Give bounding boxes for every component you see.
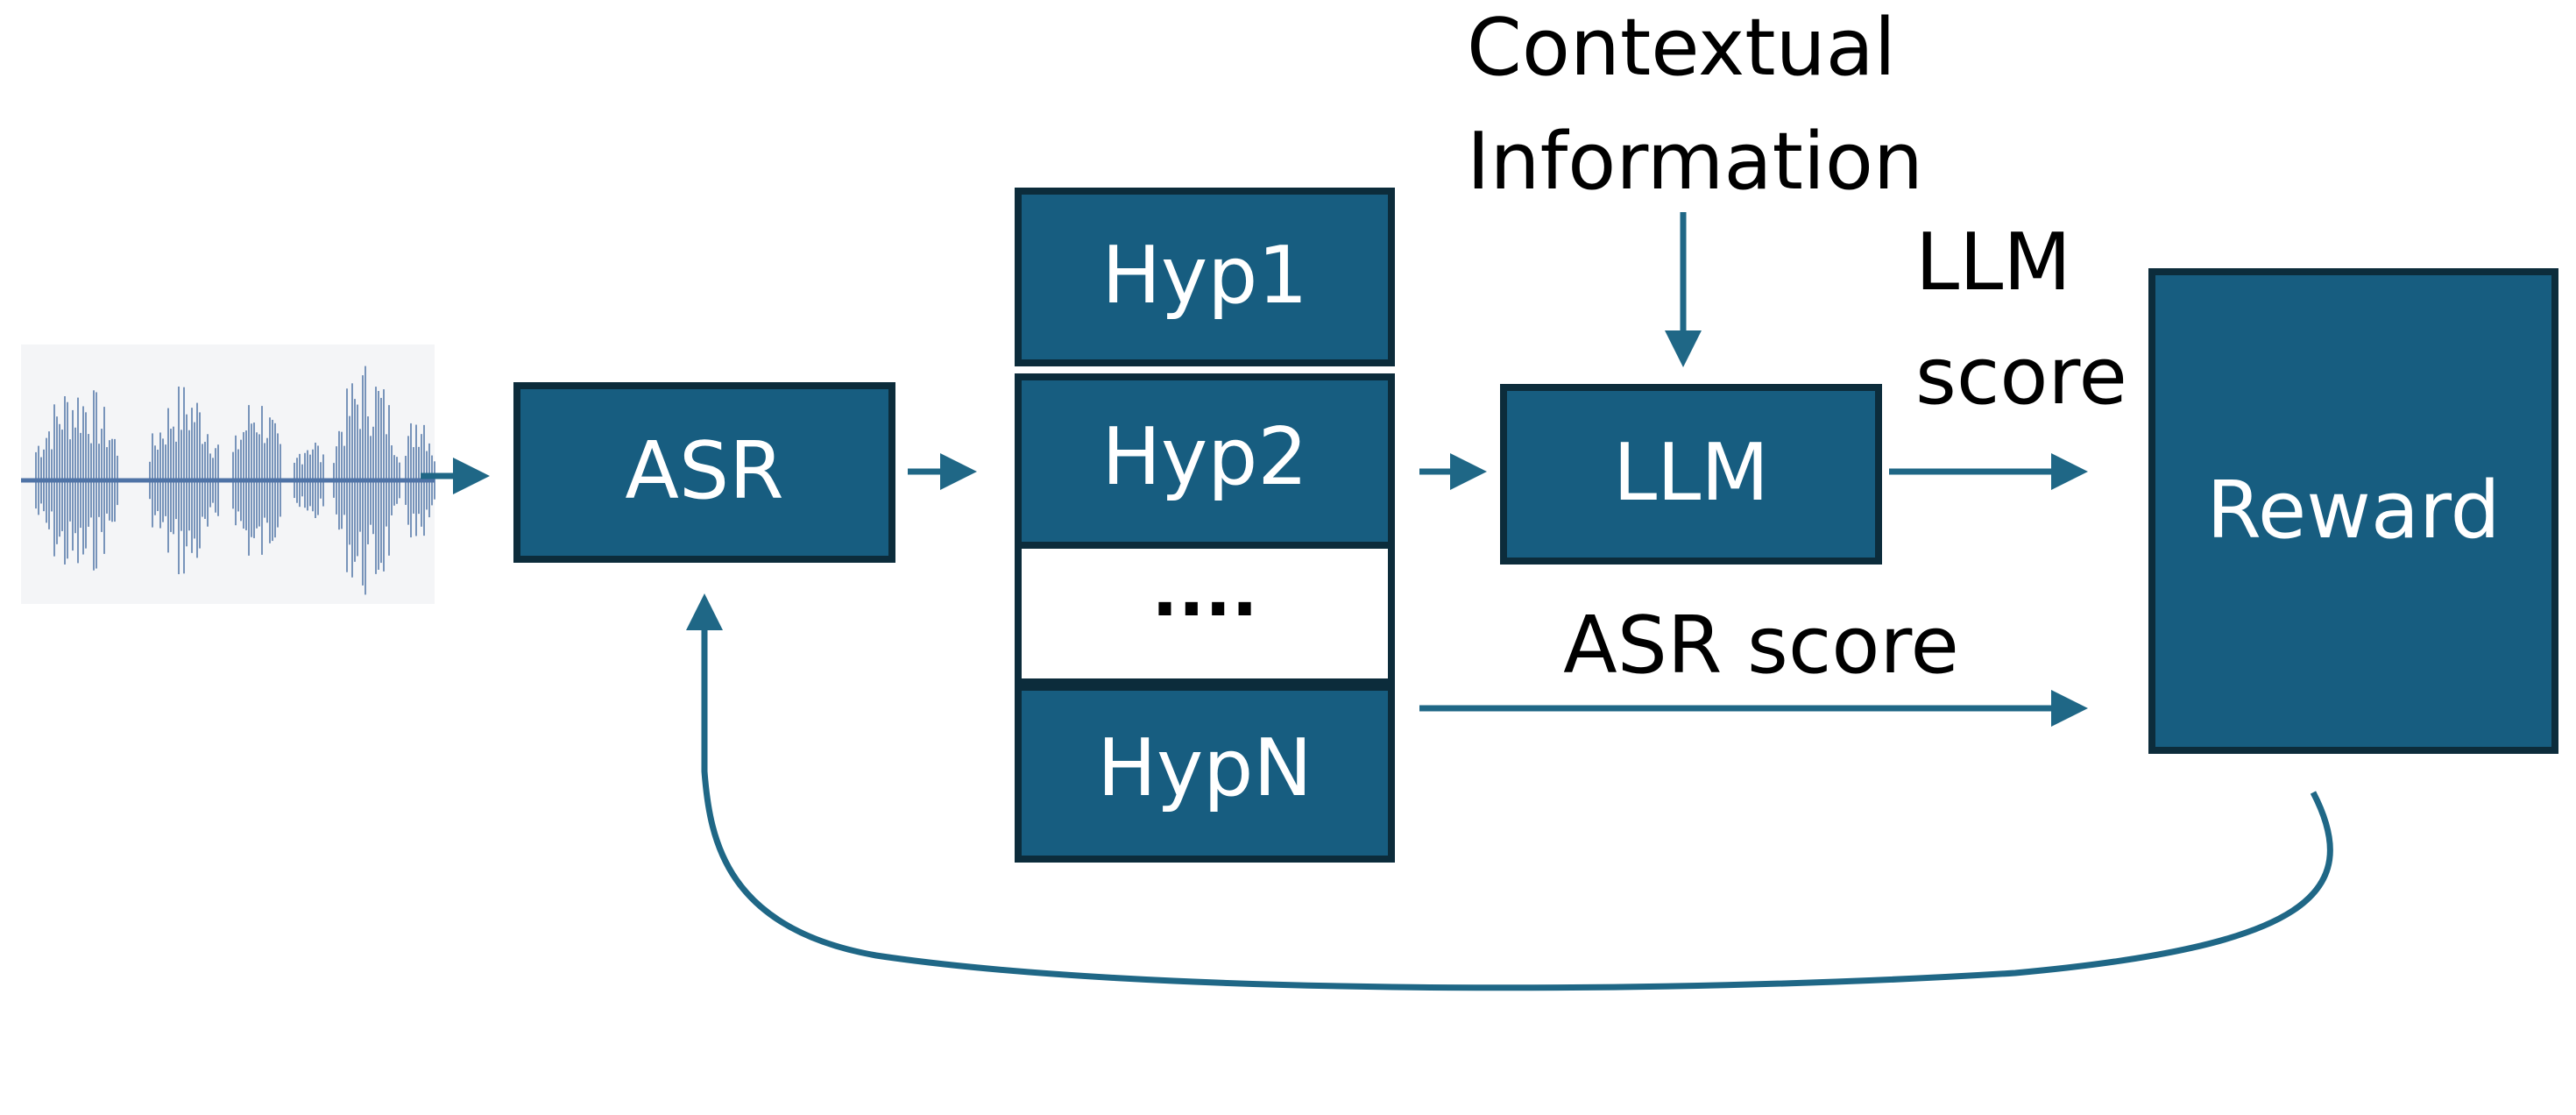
asr-label: ASR [625,425,783,517]
hyp2-label: Hyp2 [1101,411,1307,503]
hypotheses-stack: Hyp1 Hyp2 .... HypN [1015,188,1395,863]
llm-node: LLM [1500,384,1882,565]
asr-score-label: ASR score [1563,600,1959,692]
ellipsis-label: .... [1151,550,1258,632]
hyp1-label: Hyp1 [1101,230,1307,322]
llm-label: LLM [1613,427,1769,519]
ellipsis-box [1015,542,1395,685]
contextual-information-label-line2: Information [1467,116,1923,208]
asr-node: ASR [513,382,895,563]
reward-node: Reward [2148,268,2558,754]
hyp1-box [1015,188,1395,366]
arrow-reward-feedback-to-asr [686,593,2333,991]
llm-score-label-line1: LLM [1915,217,2071,309]
hypn-label: HypN [1097,722,1312,814]
audio-waveform-icon [21,344,435,604]
reward-label: Reward [2206,465,2500,557]
contextual-information-label-line1: Contextual [1467,2,1896,94]
llm-score-label-line2: score [1915,330,2127,423]
hypn-box [1015,684,1395,863]
